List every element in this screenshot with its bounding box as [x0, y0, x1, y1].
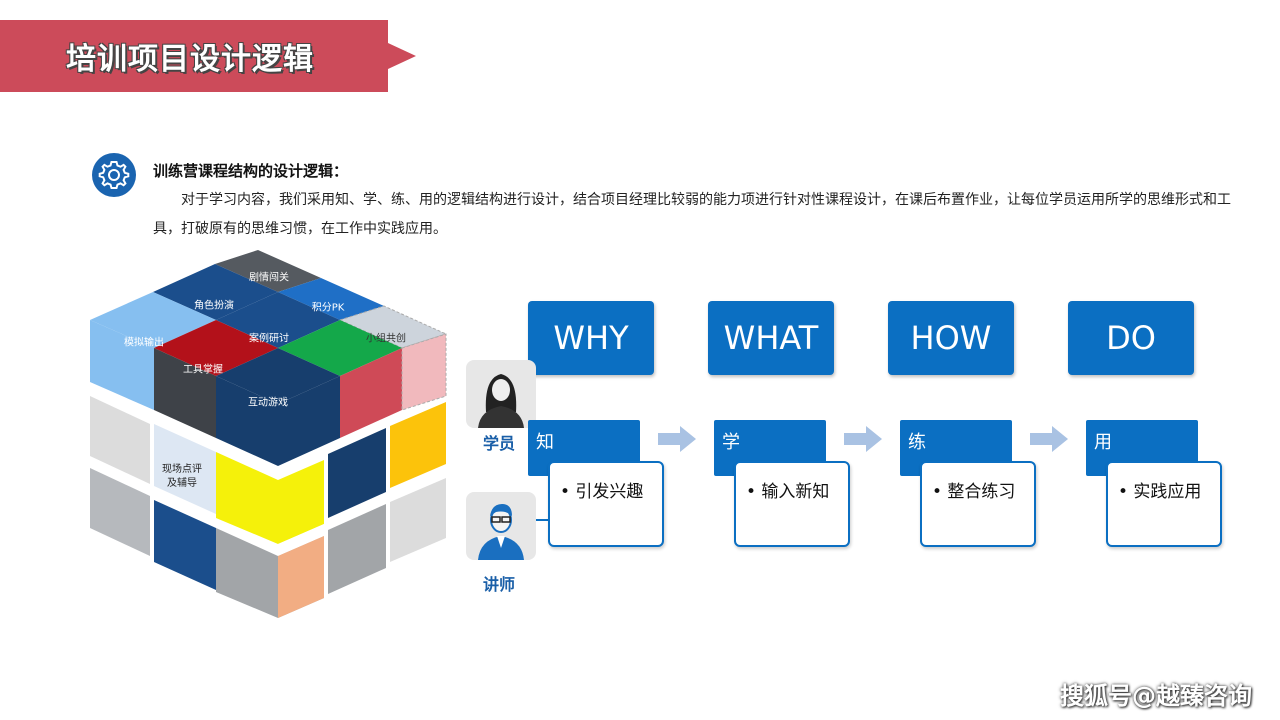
cube-left-3 — [90, 396, 150, 484]
cube-label-tools: 工具掌握 — [183, 364, 223, 376]
cube-right-3 — [328, 428, 386, 518]
cube-label-feedback-line1: 现场点评 — [162, 464, 202, 475]
lecturer-avatar — [466, 492, 536, 560]
student-avatar — [466, 360, 536, 428]
step-item-zhi: • 引发兴趣 — [548, 461, 664, 547]
cube-front-4 — [278, 524, 324, 556]
cube-label-pk: 积分PK — [311, 302, 345, 314]
role-lecturer: 讲师 — [483, 575, 516, 594]
male-user-icon — [478, 504, 524, 560]
cube-label-feedback: 现场点评 及辅导 — [162, 463, 202, 491]
cube-label-simulate: 模拟输出 — [124, 337, 164, 349]
cube-top-6 — [338, 305, 448, 349]
cube-top-4 — [90, 292, 216, 348]
intro-heading: 训练营课程结构的设计逻辑： — [153, 162, 349, 180]
flow-top-do: DO — [1068, 301, 1194, 375]
cube-left-1 — [90, 320, 154, 410]
cube-front-5 — [278, 536, 324, 618]
cube-right-6 — [390, 478, 446, 562]
cube-label-roleplay: 角色扮演 — [194, 300, 234, 312]
cube-left-4 — [154, 424, 216, 514]
skill-cube: 剧情闯关 角色扮演 积分PK 模拟输出 案例研讨 小组共创 工具掌握 互动游戏 … — [88, 248, 448, 628]
cube-right-4 — [390, 402, 446, 488]
cube-right-2 — [401, 333, 447, 411]
cube-label-plot: 剧情闯关 — [249, 272, 289, 284]
page-title: 培训项目设计逻辑 — [66, 42, 314, 77]
step-item-yong: • 实践应用 — [1106, 461, 1222, 547]
role-student: 学员 — [483, 434, 516, 453]
cube-right-1 — [340, 348, 402, 438]
intro-body: 对于学习内容，我们采用知、学、练、用的逻辑结构进行设计，结合项目经理比较弱的能力… — [153, 192, 1231, 237]
cube-left-6 — [154, 500, 216, 590]
arrow-right-icon — [1030, 426, 1068, 452]
step-item-lian: • 整合练习 — [920, 461, 1036, 547]
flow-top-how: HOW — [888, 301, 1014, 375]
cube-front-1 — [216, 376, 340, 466]
cube-left-2 — [154, 348, 216, 438]
flow-top-what: WHAT — [708, 301, 834, 375]
cube-top-2 — [153, 264, 278, 320]
cube-label-feedback-line2: 及辅导 — [167, 478, 197, 489]
cube-right-5 — [328, 504, 386, 594]
cube-label-group: 小组共创 — [366, 333, 406, 345]
cube-front-2 — [216, 452, 324, 544]
cube-top-1 — [215, 250, 321, 292]
arrow-right-icon — [658, 426, 696, 452]
cube-label-case: 案例研讨 — [249, 333, 289, 345]
watermark: 搜狐号@越臻咨询 — [1060, 682, 1252, 710]
connector-lecturer — [536, 519, 548, 521]
cube-left-5 — [90, 468, 150, 556]
cube-top-3 — [278, 278, 384, 320]
title-banner — [0, 20, 418, 92]
arrow-right-icon — [844, 426, 882, 452]
cube-graphic — [90, 250, 448, 618]
banner-shape — [0, 20, 416, 92]
flow-top-why: WHY — [528, 301, 654, 375]
step-item-xue: • 输入新知 — [734, 461, 850, 547]
female-user-icon — [478, 374, 524, 428]
cube-label-game: 互动游戏 — [248, 397, 288, 409]
gear-icon — [92, 153, 136, 197]
